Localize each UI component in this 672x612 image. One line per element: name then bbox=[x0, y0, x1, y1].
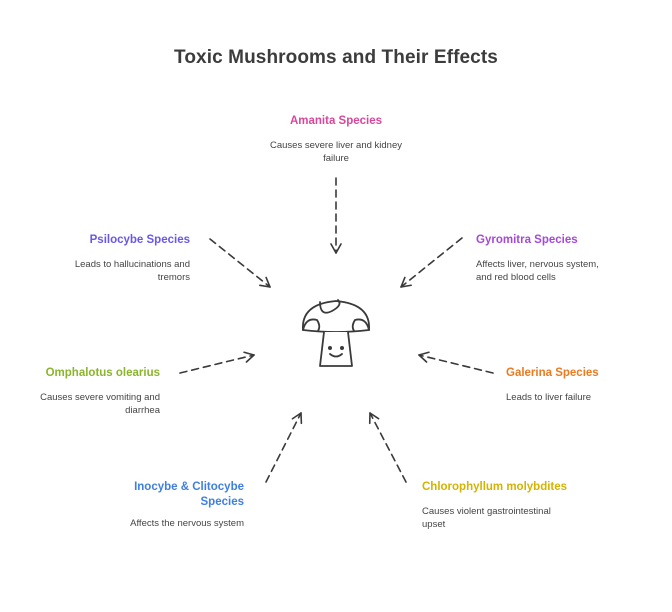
node-desc-gyromitra: Affects liver, nervous system, and red b… bbox=[476, 258, 656, 284]
arrow-omphalotus bbox=[179, 351, 255, 374]
node-desc-psilocybe-line2: tremors bbox=[157, 272, 190, 283]
node-desc-psilocybe-line1: Leads to hallucinations and bbox=[74, 259, 190, 270]
node-label-galerina: Galerina Species bbox=[506, 367, 599, 379]
node-desc-gyromitra-line2: and red blood cells bbox=[476, 272, 556, 283]
node-label-inocybe: Inocybe & Clitocybe Species bbox=[44, 480, 244, 510]
mushroom-icon bbox=[302, 299, 370, 367]
node-label-inocybe-line2: Species bbox=[200, 496, 244, 508]
node-label-omphalotus: Omphalotus olearius bbox=[45, 367, 160, 379]
node-desc-omphalotus-line2: diarrhea bbox=[125, 405, 160, 416]
node-label-inocybe-line1: Inocybe & Clitocybe bbox=[134, 481, 244, 493]
node-label-chlorophyllum: Chlorophyllum molybdites bbox=[422, 481, 568, 493]
node-desc-inocybe-line1: Affects the nervous system bbox=[130, 518, 244, 529]
node-desc-inocybe: Affects the nervous system bbox=[44, 517, 244, 530]
diagram-title: Toxic Mushrooms and Their Effects bbox=[174, 47, 498, 68]
arrow-chlorophyllum bbox=[368, 412, 407, 483]
node-desc-chlorophyllum-line1: Causes violent gastrointestinal bbox=[422, 506, 551, 517]
arrow-galerina bbox=[418, 351, 494, 374]
arrow-gyromitra bbox=[400, 237, 463, 288]
node-desc-chlorophyllum: Causes violent gastrointestinal upset bbox=[422, 505, 622, 531]
node-desc-amanita: Causes severe liver and kidney failure bbox=[236, 139, 436, 165]
node-label-gyromitra: Gyromitra Species bbox=[476, 234, 578, 246]
node-label-amanita: Amanita Species bbox=[289, 115, 383, 127]
node-label-psilocybe: Psilocybe Species bbox=[89, 234, 190, 246]
node-desc-galerina: Leads to liver failure bbox=[506, 391, 656, 404]
node-desc-galerina-line1: Leads to liver failure bbox=[506, 392, 592, 403]
arrow-psilocybe bbox=[209, 238, 271, 288]
node-desc-gyromitra-line1: Affects liver, nervous system, bbox=[476, 259, 599, 270]
node-desc-chlorophyllum-line2: upset bbox=[422, 519, 446, 530]
node-desc-amanita-line2: failure bbox=[323, 153, 349, 164]
node-desc-psilocybe: Leads to hallucinations and tremors bbox=[20, 258, 190, 284]
node-desc-omphalotus-line1: Causes severe vomiting and bbox=[40, 392, 160, 403]
node-desc-amanita-line1: Causes severe liver and kidney bbox=[269, 140, 402, 151]
node-desc-omphalotus: Causes severe vomiting and diarrhea bbox=[20, 391, 160, 417]
arrow-inocybe bbox=[265, 412, 303, 483]
